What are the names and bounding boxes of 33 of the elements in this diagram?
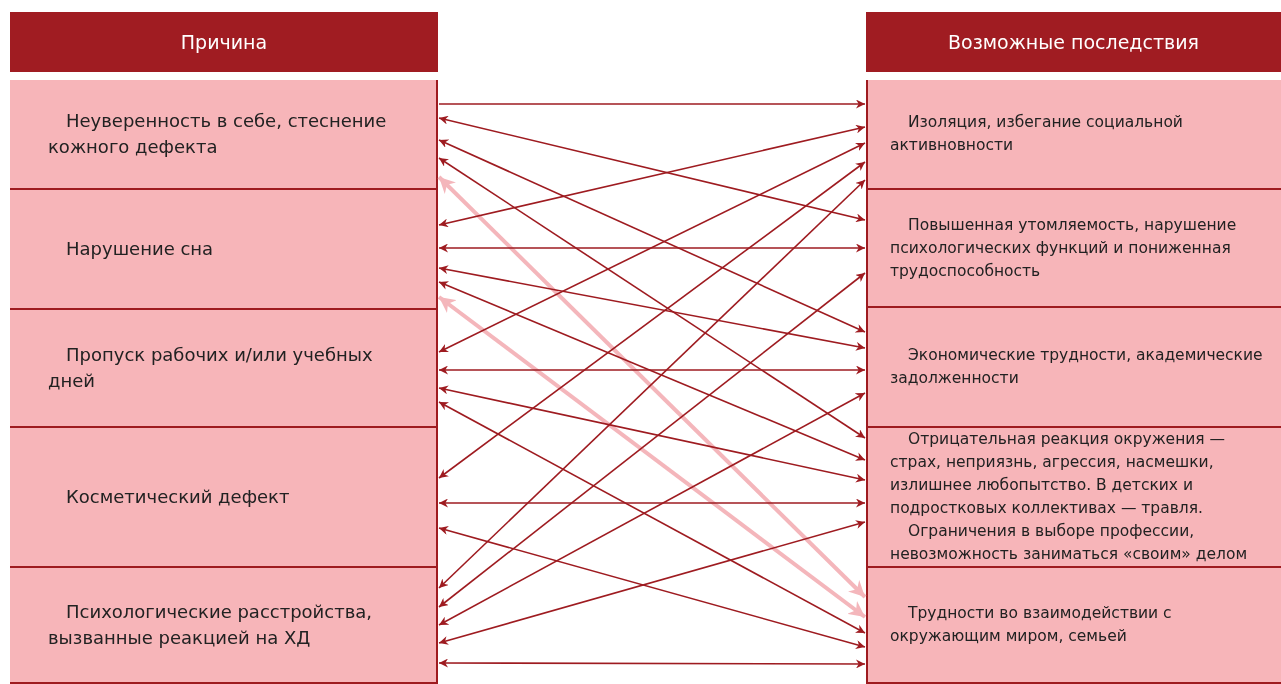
box-text: Трудности во взаимодействии с окружающим миром, семьей xyxy=(890,603,1173,647)
box-text: Неуверенность в себе, стеснение кожного дефекта xyxy=(48,109,388,159)
arrow xyxy=(438,281,866,461)
arrow xyxy=(438,99,866,109)
text-box xyxy=(866,428,1281,568)
box-text: Отрицательная реакция окружения — страх, неприязнь, агрессия, насмешки, излишнее любопытство. В детских и подростковых коллективах — травля. xyxy=(890,429,1227,519)
header-text: Причина xyxy=(180,29,268,55)
box-text: Психологические расстройства, вызванные реакцией на ХД xyxy=(48,600,374,650)
text-box xyxy=(866,308,1281,428)
box-text: Изоляция, избегание социальной активновности xyxy=(890,112,1184,156)
text-box xyxy=(10,428,438,568)
text-box xyxy=(10,310,438,428)
arrow xyxy=(438,265,866,351)
text-box xyxy=(10,80,438,190)
arrow xyxy=(438,365,866,375)
text-box xyxy=(10,190,438,310)
arrow xyxy=(438,385,866,483)
header-text: Возможные последствия xyxy=(948,29,1199,55)
box-text: Экономические трудности, академические задолженности xyxy=(890,345,1264,389)
text-box xyxy=(866,568,1281,684)
box-text: Пропуск рабочих и/или учебных дней xyxy=(48,343,374,393)
arrow xyxy=(438,498,866,508)
box-text: Повышенная утомляемость, нарушение психологических функций и пониженная трудоспособность xyxy=(890,214,1238,282)
arrow xyxy=(438,243,866,253)
text-box xyxy=(866,190,1281,308)
box-text: Нарушение сна xyxy=(65,237,215,261)
box-text: Ограничения в выборе профессии, невозможность заниматься «своим» делом xyxy=(890,521,1249,565)
header-box xyxy=(10,12,438,72)
text-box xyxy=(866,80,1281,190)
text-box xyxy=(10,568,438,684)
header-box xyxy=(866,12,1281,72)
arrow xyxy=(438,658,866,669)
box-text: Косметический дефект xyxy=(65,485,291,509)
